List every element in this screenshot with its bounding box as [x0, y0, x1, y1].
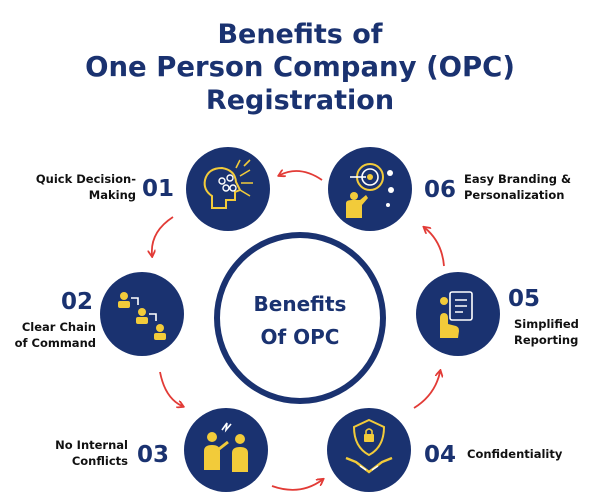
shield-handshake-icon — [345, 418, 393, 474]
center-circle — [214, 232, 386, 404]
node-05 — [416, 272, 500, 356]
node-02 — [100, 272, 184, 356]
item-02-number: 02 — [61, 289, 94, 315]
item-03-label-line-1: No Internal — [55, 438, 128, 452]
argument-people-icon — [204, 422, 248, 472]
item-04-label-line-1: Confidentiality — [467, 447, 563, 461]
arrow-04-to-05 — [413, 372, 440, 409]
item-03-label: No Internal Conflicts — [22, 437, 128, 469]
arrow-01-to-02 — [152, 216, 174, 255]
item-01-label: Quick Decision- Making — [14, 171, 136, 203]
item-03-number: 03 — [137, 442, 170, 468]
node-04-circle — [327, 408, 411, 492]
node-01 — [186, 147, 270, 231]
title-line-1: Benefits of — [217, 19, 383, 50]
item-05-label-line-1: Simplified — [514, 317, 579, 331]
item-06-label: Easy Branding & Personalization — [464, 171, 598, 203]
item-02-label: Clear Chain of Command — [2, 319, 96, 351]
center-label: Benefits Of OPC — [215, 255, 385, 385]
item-06-label-line-1: Easy Branding & — [464, 172, 571, 186]
center-line-1: Benefits — [253, 292, 347, 316]
node-04 — [327, 408, 411, 492]
node-03 — [184, 408, 268, 492]
node-01-circle — [186, 147, 270, 231]
center-line-2: Of OPC — [260, 325, 340, 349]
hierarchy-icon — [118, 292, 166, 340]
node-06 — [328, 147, 412, 231]
item-03-label-line-2: Conflicts — [71, 454, 128, 468]
item-01-label-line-2: Making — [88, 188, 136, 202]
arrow-03-to-04 — [271, 480, 322, 491]
item-05-label-line-2: Reporting — [514, 333, 579, 347]
arrow-02-to-03 — [159, 371, 182, 406]
page-title: Benefits of One Person Company (OPC) Reg… — [0, 18, 600, 117]
report-touch-icon — [440, 291, 473, 338]
title-line-2: One Person Company (OPC) — [85, 51, 515, 83]
brain-thinking-icon — [203, 159, 253, 209]
item-05-number: 05 — [508, 286, 541, 312]
node-03-circle — [184, 408, 268, 492]
item-06-label-line-2: Personalization — [464, 188, 565, 202]
item-02-label-line-2: of Command — [14, 336, 96, 350]
title-line-3: Registration — [205, 85, 395, 116]
item-06-number: 06 — [424, 177, 457, 203]
item-04-label: Confidentiality — [467, 446, 597, 462]
item-01-number: 01 — [142, 176, 175, 202]
item-05-label: Simplified Reporting — [514, 316, 598, 348]
target-presenter-icon — [346, 163, 394, 218]
item-04-number: 04 — [424, 442, 457, 468]
item-01-label-line-1: Quick Decision- — [35, 172, 136, 186]
item-02-label-line-1: Clear Chain — [21, 320, 96, 334]
arrow-06-to-01 — [280, 171, 323, 181]
arrow-05-to-06 — [425, 228, 445, 267]
node-05-circle — [416, 272, 500, 356]
